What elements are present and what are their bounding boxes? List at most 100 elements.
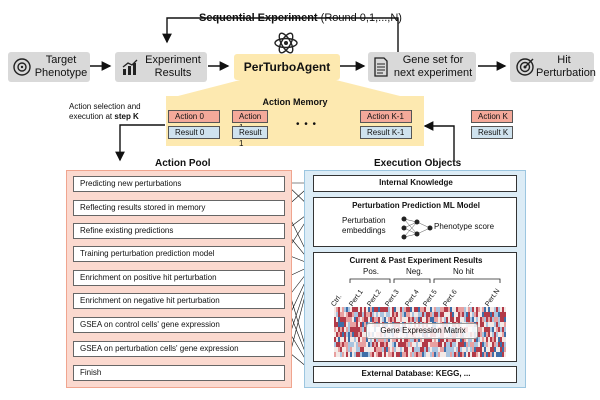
heatmap-cell (470, 307, 472, 312)
heatmap-cell (440, 352, 442, 357)
heatmap-cell (448, 347, 450, 352)
heatmap-cell (346, 347, 348, 352)
heatmap-cell (382, 312, 384, 317)
hit-label: Hit Perturbation (536, 54, 596, 79)
heatmap-cell (390, 337, 392, 342)
heatmap-cell (348, 322, 350, 327)
memory-result-1: Result 1 (232, 126, 268, 148)
heatmap-cell (488, 317, 490, 322)
heatmap-cell (410, 352, 412, 357)
heatmap-cell (356, 327, 358, 332)
heatmap-cell (406, 342, 408, 347)
heatmap-cell (372, 342, 374, 347)
heatmap-cell (348, 327, 350, 332)
heatmap-cell (500, 312, 502, 317)
column-label: Ctrl. (330, 293, 344, 308)
action-pool-item: GSEA on control cells' gene expression (73, 317, 285, 333)
heatmap-cell (428, 347, 430, 352)
heatmap-cell (404, 307, 406, 312)
heatmap-cell (454, 312, 456, 317)
heatmap-cell (370, 312, 372, 317)
heatmap-cell (464, 347, 466, 352)
heatmap-cell (448, 307, 450, 312)
heatmap-cell (468, 352, 470, 357)
heatmap-cell (352, 337, 354, 342)
heatmap-cell (432, 317, 434, 322)
heatmap-cell (366, 347, 368, 352)
heatmap-cell (402, 317, 404, 322)
heatmap-cell (440, 307, 442, 312)
heatmap-cell (360, 332, 362, 337)
heatmap-cell (488, 307, 490, 312)
heatmap-cell (396, 352, 398, 357)
heatmap-cell (466, 307, 468, 312)
heatmap-cell (492, 322, 494, 327)
heatmap-cell (384, 352, 386, 357)
heatmap-cell (404, 317, 406, 322)
heatmap-cell (334, 307, 336, 312)
heatmap-cell (360, 327, 362, 332)
heatmap-cell (348, 352, 350, 357)
action-pool-title: Action Pool (155, 158, 211, 169)
action-pool-item: Enrichment on negative hit perturbation (73, 293, 285, 309)
heatmap-cell (414, 352, 416, 357)
heatmap-cell (472, 352, 474, 357)
heatmap-cell (364, 342, 366, 347)
heatmap-cell (438, 312, 440, 317)
heatmap-cell (490, 352, 492, 357)
heatmap-cell (342, 337, 344, 342)
heatmap-cell (488, 322, 490, 327)
heatmap-cell (400, 342, 402, 347)
heatmap-cell (372, 337, 374, 342)
heatmap-cell (496, 307, 498, 312)
heatmap-cell (454, 352, 456, 357)
heatmap-cell (462, 317, 464, 322)
heatmap-cell (422, 342, 424, 347)
heatmap-cell (358, 332, 360, 337)
heatmap-cell (386, 317, 388, 322)
heatmap-cell (426, 352, 428, 357)
heatmap-cell (488, 332, 490, 337)
memory-result-k-1: Result K-1 (360, 126, 412, 139)
heatmap-cell (346, 337, 348, 342)
heatmap-cell (380, 342, 382, 347)
heatmap-cell (432, 347, 434, 352)
heatmap-cell (444, 352, 446, 357)
heatmap-cell (432, 352, 434, 357)
heatmap-cell (352, 312, 354, 317)
agent-label: PerTurboAgent (243, 60, 331, 74)
heatmap-cell (334, 327, 336, 332)
heatmap-cell (418, 352, 420, 357)
heatmap-cell (344, 347, 346, 352)
heatmap-cell (416, 307, 418, 312)
heatmap-cell (466, 317, 468, 322)
heatmap-cell (346, 332, 348, 337)
heatmap-cell (484, 317, 486, 322)
heatmap-cell (430, 307, 432, 312)
heatmap-cell (448, 317, 450, 322)
action-pool-item: Refine existing predictions (73, 223, 285, 239)
heatmap-cell (378, 352, 380, 357)
heatmap-cell (434, 317, 436, 322)
heatmap-cell (484, 312, 486, 317)
heatmap-cell (476, 307, 478, 312)
heatmap-cell (444, 337, 446, 342)
heatmap-cell (484, 352, 486, 357)
heatmap-cell (388, 342, 390, 347)
heatmap-cell (410, 342, 412, 347)
heatmap-cell (492, 347, 494, 352)
heatmap-cell (382, 342, 384, 347)
heatmap-cell (502, 347, 504, 352)
heatmap-cell (464, 307, 466, 312)
heatmap-cell (418, 317, 420, 322)
heatmap-cell (382, 352, 384, 357)
group-pos: Pos. (363, 267, 380, 276)
heatmap-cell (426, 342, 428, 347)
heatmap-cell (366, 337, 368, 342)
heatmap-cell (346, 342, 348, 347)
group-neg: Neg. (406, 267, 423, 276)
heatmap-cell (464, 317, 466, 322)
heatmap-cell (424, 312, 426, 317)
heatmap-cell (406, 307, 408, 312)
